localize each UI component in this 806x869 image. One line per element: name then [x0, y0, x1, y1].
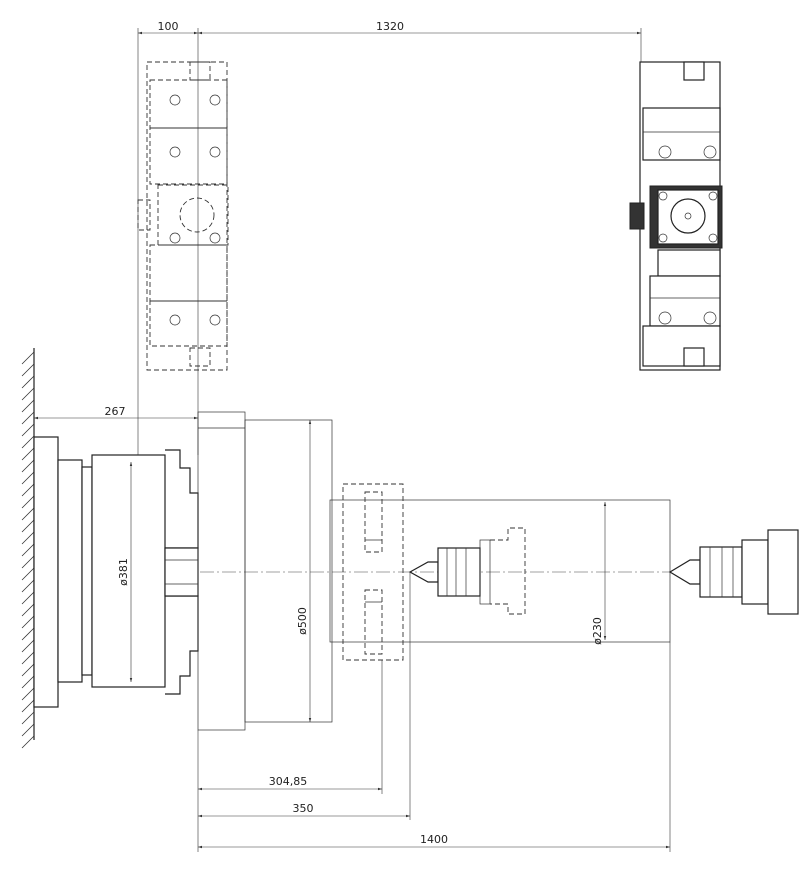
steady-diameter-label: ø230	[591, 617, 604, 645]
wall-hatch-line	[21, 399, 35, 413]
wall-hatch-line	[21, 507, 35, 521]
wall-hatch-line	[21, 699, 35, 713]
wall-hatch-line	[21, 447, 35, 461]
workpiece-envelope	[329, 499, 671, 643]
turret-travel-label: 1320	[376, 20, 404, 33]
wall-hatch-line	[21, 543, 35, 557]
wall-hatch-line	[21, 351, 35, 365]
headstock-wall	[21, 348, 35, 749]
wall-hatch-line	[21, 735, 35, 749]
wall-hatch-line	[21, 723, 35, 737]
chuck-face-label: 267	[105, 405, 126, 418]
wall-hatch-line	[21, 555, 35, 569]
wall-hatch-line	[21, 663, 35, 677]
swing-diameter-label: ø500	[296, 607, 309, 635]
wall-hatch-line	[21, 675, 35, 689]
wall-hatch-line	[21, 615, 35, 629]
wall-hatch-line	[21, 495, 35, 509]
wall-hatch-line	[21, 459, 35, 473]
chuck-diameter-label: ø381	[117, 558, 130, 586]
wall-hatch-line	[21, 531, 35, 545]
wall-hatch-line	[21, 363, 35, 377]
between-centers-label: 1400	[420, 833, 448, 846]
wall-hatch-line	[21, 639, 35, 653]
chuck-spindle-icon	[33, 436, 199, 708]
wall-hatch-line	[21, 375, 35, 389]
wall-hatch-line	[21, 387, 35, 401]
wall-hatch-line	[21, 603, 35, 617]
tailstock-center-icon	[668, 529, 799, 615]
swing-envelope	[197, 411, 333, 731]
turret-offset-label: 100	[158, 20, 179, 33]
wall-hatch-line	[21, 651, 35, 665]
tool-turret-icon	[629, 61, 723, 371]
wall-hatch-line	[21, 687, 35, 701]
wall-hatch-line	[21, 483, 35, 497]
tool-position-label: 350	[293, 802, 314, 815]
wall-hatch-line	[21, 411, 35, 425]
wall-hatch-line	[21, 627, 35, 641]
steady-rest	[342, 483, 404, 661]
wall-hatch-line	[21, 519, 35, 533]
tool-turret-icon	[137, 61, 229, 371]
wall-hatch-line	[21, 471, 35, 485]
wall-hatch-line	[21, 591, 35, 605]
wall-hatch-line	[21, 423, 35, 437]
live-center-tool	[408, 527, 526, 615]
wall-hatch-line	[21, 579, 35, 593]
wall-hatch-line	[21, 711, 35, 725]
steady-position-label: 304,85	[269, 775, 308, 788]
wall-hatch-line	[21, 567, 35, 581]
wall-hatch-line	[21, 435, 35, 449]
